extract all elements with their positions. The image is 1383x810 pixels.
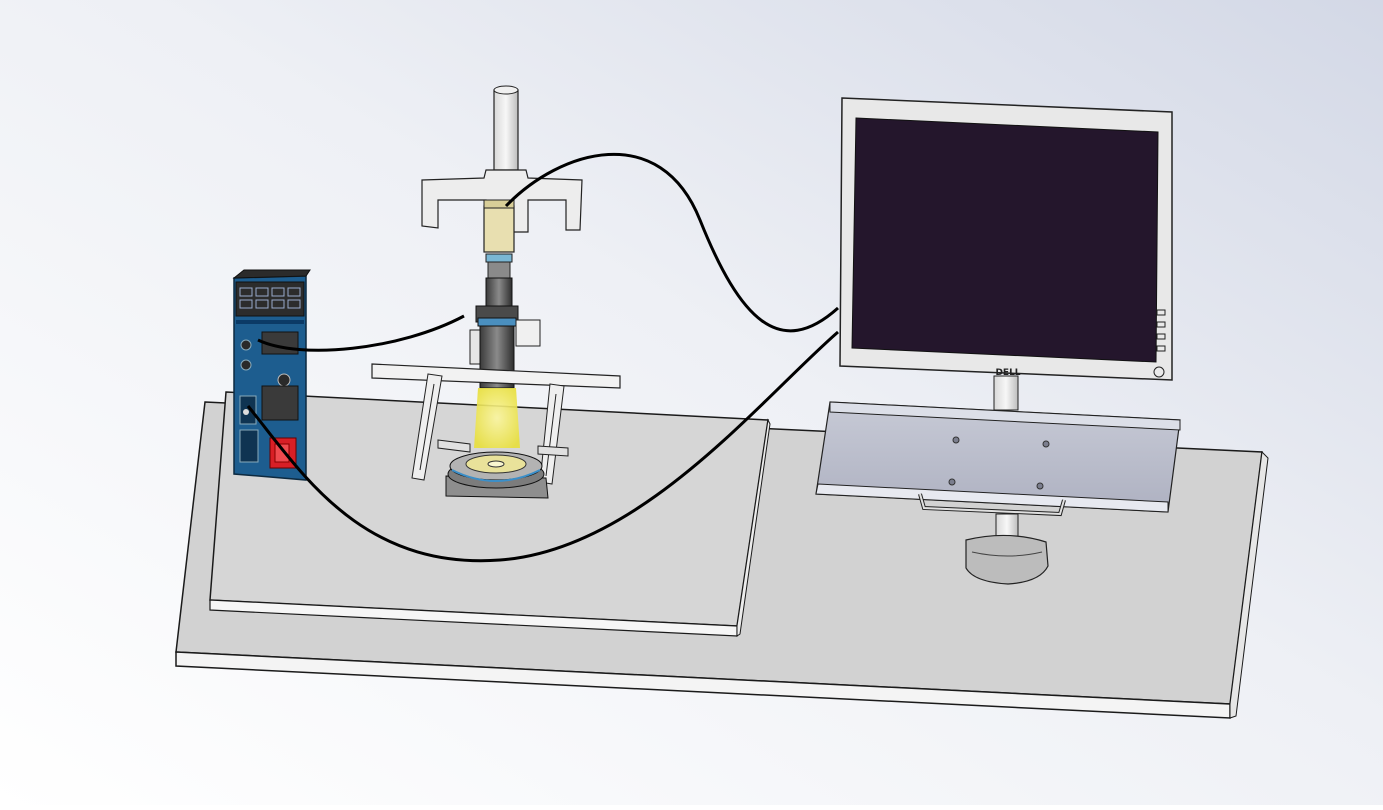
controller-to-camera-cable xyxy=(257,314,465,352)
controller-box xyxy=(232,269,311,481)
monitor-brand-logo: DELL xyxy=(995,368,1020,378)
monitor: DELL xyxy=(815,97,1181,585)
camera-stand xyxy=(371,85,621,485)
cables xyxy=(246,153,840,563)
camera-body xyxy=(483,205,515,253)
inner-plate xyxy=(209,391,771,637)
camera-to-monitor-cable xyxy=(504,153,840,333)
monitor-screen xyxy=(851,117,1159,363)
light-beam xyxy=(474,388,520,448)
sample-stage xyxy=(445,451,549,499)
controller-to-monitor-cable xyxy=(246,330,839,563)
